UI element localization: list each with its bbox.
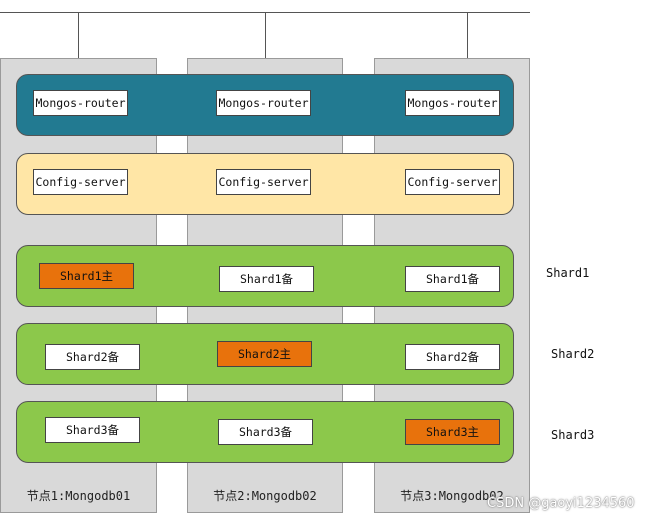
- config-server-tier: Config-server Config-server Config-serve…: [16, 153, 514, 215]
- shard1-label: Shard1: [546, 266, 590, 280]
- shard-member-secondary: Shard3备: [218, 419, 313, 445]
- node1-connector: [78, 12, 79, 58]
- shard-member-secondary: Shard3备: [45, 417, 140, 443]
- node-label: 节点3:Mongodb02: [400, 489, 504, 503]
- shard-member-secondary: Shard2备: [405, 344, 500, 370]
- watermark: CSDN @gaoyi1234560: [487, 496, 635, 511]
- shard-member-secondary: Shard1备: [405, 266, 500, 292]
- shard2-label: Shard2: [551, 347, 595, 361]
- node-label: 节点2:Mongodb02: [213, 489, 317, 503]
- mongos-router-box: Mongos-router: [216, 90, 311, 116]
- shard-member-primary: Shard3主: [405, 419, 500, 445]
- shard3-label: Shard3: [551, 428, 595, 442]
- shard2-replica-set: Shard2备 Shard2主 Shard2备: [16, 323, 514, 385]
- mongos-router-box: Mongos-router: [33, 90, 128, 116]
- config-server-box: Config-server: [33, 169, 128, 195]
- node2-connector: [265, 12, 266, 58]
- mongos-router-tier: Mongos-router Mongos-router Mongos-route…: [16, 74, 514, 136]
- mongos-router-box: Mongos-router: [405, 90, 500, 116]
- config-server-box: Config-server: [405, 169, 500, 195]
- shard1-replica-set: Shard1主 Shard1备 Shard1备: [16, 245, 514, 307]
- shard-member-primary: Shard1主: [39, 263, 134, 289]
- shard3-replica-set: Shard3备 Shard3备 Shard3主: [16, 401, 514, 463]
- shard-member-primary: Shard2主: [217, 341, 312, 367]
- node3-connector: [467, 12, 468, 58]
- config-server-box: Config-server: [216, 169, 311, 195]
- shard-member-secondary: Shard1备: [219, 266, 314, 292]
- shard-member-secondary: Shard2备: [45, 344, 140, 370]
- node-label: 节点1:Mongodb01: [26, 489, 131, 503]
